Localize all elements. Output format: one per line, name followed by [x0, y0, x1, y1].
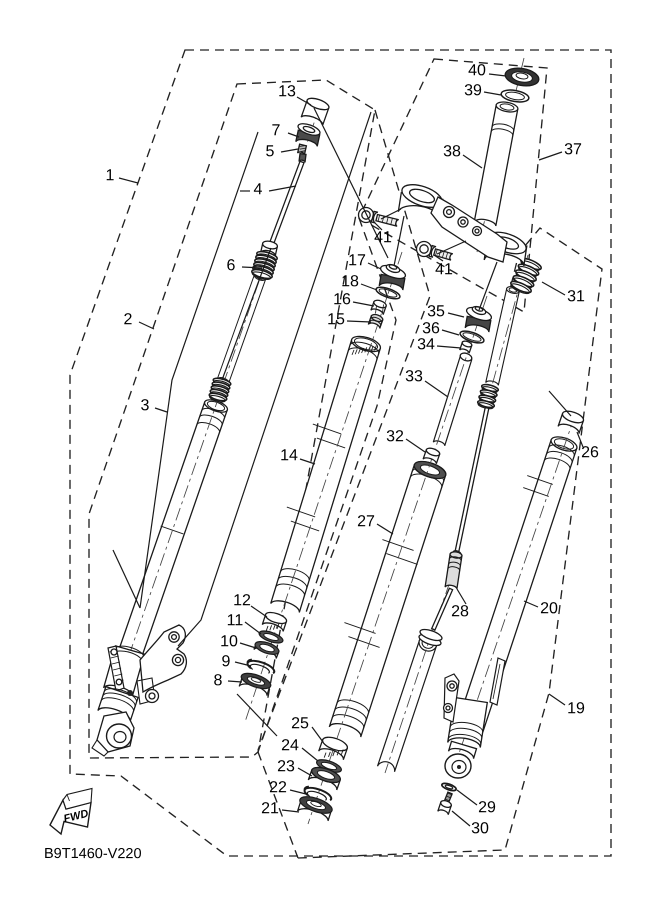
svg-text:40: 40 — [468, 62, 486, 79]
svg-text:19: 19 — [567, 700, 585, 717]
svg-text:25: 25 — [291, 715, 309, 732]
svg-text:14: 14 — [280, 447, 298, 464]
svg-text:30: 30 — [471, 820, 489, 837]
svg-text:41: 41 — [435, 261, 453, 278]
svg-text:4: 4 — [254, 181, 263, 198]
svg-text:39: 39 — [464, 82, 482, 99]
svg-text:24: 24 — [281, 737, 299, 754]
svg-text:15: 15 — [327, 311, 345, 328]
svg-text:16: 16 — [333, 291, 351, 308]
svg-text:28: 28 — [451, 603, 469, 620]
svg-text:B9T1460-V220: B9T1460-V220 — [44, 846, 142, 862]
svg-text:8: 8 — [214, 672, 223, 689]
svg-text:17: 17 — [348, 252, 366, 269]
svg-text:1: 1 — [106, 167, 115, 184]
svg-text:12: 12 — [233, 592, 251, 609]
svg-text:9: 9 — [222, 653, 231, 670]
svg-text:33: 33 — [405, 368, 423, 385]
svg-text:FWD: FWD — [62, 808, 89, 826]
svg-text:32: 32 — [386, 428, 404, 445]
svg-text:41: 41 — [374, 229, 392, 246]
svg-text:36: 36 — [422, 320, 440, 337]
svg-text:11: 11 — [227, 612, 244, 629]
svg-text:6: 6 — [227, 257, 236, 274]
svg-text:20: 20 — [540, 600, 558, 617]
svg-text:2: 2 — [124, 311, 133, 328]
svg-text:23: 23 — [277, 758, 295, 775]
svg-text:22: 22 — [269, 779, 287, 796]
svg-text:7: 7 — [272, 122, 281, 139]
svg-text:27: 27 — [357, 513, 375, 530]
svg-text:31: 31 — [567, 288, 585, 305]
svg-text:21: 21 — [261, 800, 279, 817]
svg-text:18: 18 — [341, 273, 359, 290]
svg-text:3: 3 — [141, 397, 150, 414]
svg-text:29: 29 — [478, 799, 496, 816]
svg-text:5: 5 — [266, 143, 275, 160]
svg-text:37: 37 — [564, 141, 582, 158]
svg-text:26: 26 — [581, 444, 599, 461]
svg-text:13: 13 — [278, 83, 296, 100]
svg-text:38: 38 — [443, 143, 461, 160]
svg-text:10: 10 — [220, 633, 238, 650]
svg-text:35: 35 — [427, 303, 445, 320]
svg-text:34: 34 — [417, 336, 435, 353]
